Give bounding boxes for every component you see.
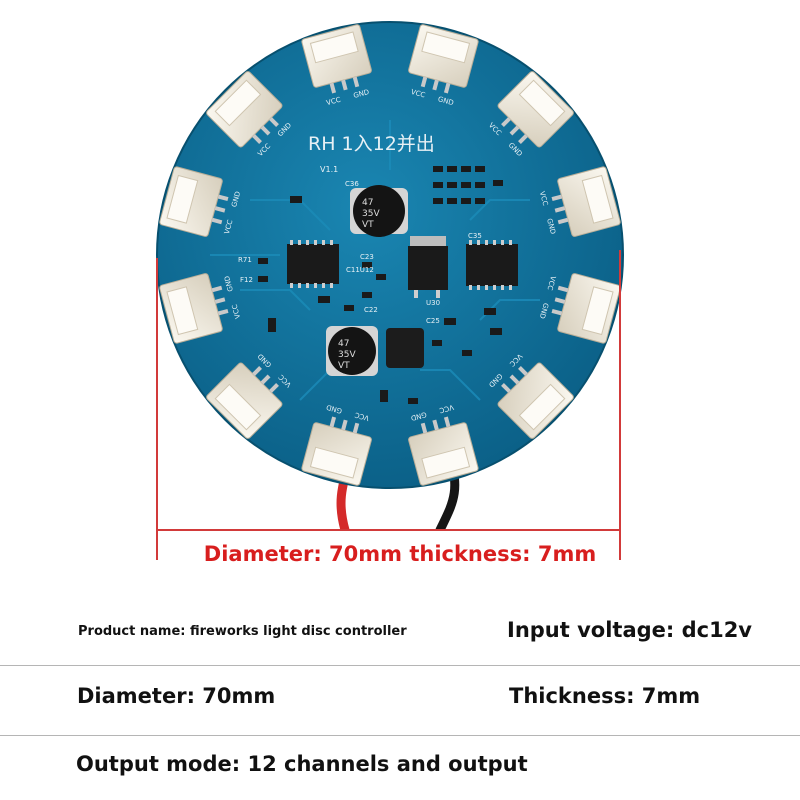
svg-text:C35: C35: [468, 232, 482, 240]
pin-label-vcc: VCC: [354, 410, 370, 422]
dimension-line-left: [156, 258, 158, 560]
pin-label-gnd: GND: [410, 410, 428, 422]
pin-label-vcc: VCC: [545, 275, 557, 291]
pin-label-gnd: GND: [545, 218, 557, 236]
svg-text:R71: R71: [238, 256, 252, 264]
svg-text:C11U12: C11U12: [346, 266, 374, 274]
output-connector-1: VCC GND: [408, 24, 479, 107]
svg-text:C23: C23: [360, 253, 374, 261]
pin-label-gnd: GND: [353, 88, 371, 100]
separator-1: [0, 665, 800, 666]
svg-text:VT: VT: [338, 361, 350, 371]
svg-text:VT: VT: [362, 220, 374, 230]
svg-text:35V: 35V: [338, 350, 356, 360]
board-version: V1.1: [320, 165, 338, 174]
svg-text:C36: C36: [345, 180, 359, 188]
output-connector-6: VCC GND: [408, 403, 479, 486]
pin-label-vcc: VCC: [438, 403, 454, 415]
pin-label-gnd: GND: [223, 275, 235, 293]
spec-thickness: Thickness: 7mm: [509, 684, 701, 708]
spec-product-name: Product name: fireworks light disc contr…: [78, 624, 407, 639]
spec-output-mode: Output mode: 12 channels and output: [76, 752, 528, 776]
controller-board-photo: VCC GND VCC GND VCC GND VCC GND VCC GND VCC GND VCC G…: [156, 21, 624, 530]
svg-text:C22: C22: [364, 306, 378, 314]
pin-label-vcc: VCC: [231, 303, 243, 319]
pin-label-gnd: GND: [230, 190, 242, 208]
svg-text:F12: F12: [240, 276, 253, 284]
pin-label-vcc: VCC: [223, 219, 235, 235]
svg-text:U30: U30: [426, 299, 440, 307]
pin-label-vcc: VCC: [325, 96, 341, 108]
svg-text:47: 47: [338, 339, 349, 349]
output-connector-4: VCC GND: [538, 273, 621, 344]
pin-label-gnd: GND: [437, 95, 455, 107]
pin-label-vcc: VCC: [538, 190, 550, 206]
svg-text:35V: 35V: [362, 209, 380, 219]
svg-text:C25: C25: [426, 317, 440, 325]
dimension-line-right: [619, 250, 621, 560]
board-title: RH 1入12并出: [308, 133, 435, 155]
spec-diameter: Diameter: 70mm: [77, 684, 276, 708]
output-connector-10: VCC GND: [159, 166, 242, 237]
capacitor-top: 47 35V VT: [350, 185, 408, 237]
ic-right: [466, 240, 518, 290]
pin-label-vcc: VCC: [410, 88, 426, 100]
dimension-line-horizontal: [156, 529, 621, 531]
pcb-disc: [156, 21, 624, 489]
inductor: [386, 328, 424, 368]
output-connector-7: VCC GND: [301, 403, 372, 486]
dimension-caption: Diameter: 70mm thickness: 7mm: [203, 542, 597, 566]
output-connector-12: VCC GND: [301, 24, 372, 108]
capacitor-bottom: 47 35V VT: [326, 326, 378, 376]
output-connector-3: VCC GND: [538, 166, 621, 237]
separator-2: [0, 735, 800, 736]
svg-text:47: 47: [362, 198, 373, 208]
output-connector-9: VCC GND: [159, 273, 243, 344]
spec-input-voltage: Input voltage: dc12v: [507, 618, 752, 642]
pin-label-gnd: GND: [325, 403, 343, 415]
ic-left: [287, 240, 339, 288]
pin-label-gnd: GND: [538, 302, 550, 320]
voltage-regulator: [408, 236, 448, 298]
